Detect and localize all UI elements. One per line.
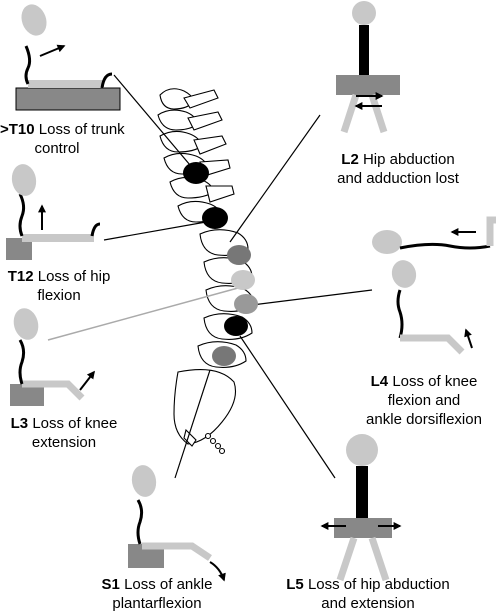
s1-figure — [128, 465, 226, 582]
t12-head — [11, 164, 37, 196]
label-s1: S1 Loss of ankle plantarflexion — [72, 575, 242, 613]
label-l5-line2: and extension — [321, 595, 415, 612]
l2-figure — [336, 1, 400, 134]
leader-l2 — [229, 114, 321, 243]
l3-leg — [22, 380, 85, 401]
label-t10: >T10 Loss of trunk control — [0, 120, 125, 158]
leader-s1 — [174, 369, 211, 479]
label-l4-line1: Loss of knee — [392, 373, 478, 390]
t10-thigh — [28, 80, 104, 88]
label-s1-level: S1 — [101, 576, 120, 593]
spine-marker-t10 — [183, 162, 209, 184]
l3-head — [13, 308, 39, 340]
label-t12-line1: Loss of hip — [37, 268, 111, 285]
spine-marker-l2 — [227, 245, 251, 265]
label-t12-line2: flexion — [37, 287, 81, 304]
label-l4-line2: flexion and — [387, 392, 461, 409]
l2-right-leg — [368, 93, 388, 134]
l2-head — [352, 1, 376, 25]
spine-marker-l4 — [234, 294, 258, 314]
label-s1-line1: Loss of ankle — [124, 576, 213, 593]
t10-seat — [15, 87, 121, 111]
spine-marker-l3 — [231, 270, 255, 290]
t12-seat — [6, 238, 32, 260]
t10-head — [21, 4, 47, 36]
label-l3-line2: extension — [31, 434, 97, 451]
label-t10-line1: Loss of trunk — [38, 121, 125, 138]
l4-head-top — [372, 230, 402, 254]
spine-marker-s1 — [212, 346, 236, 366]
t12-figure — [6, 164, 101, 260]
t12-trunk — [18, 193, 26, 237]
leader-lines — [47, 74, 373, 479]
l4-body-top — [399, 242, 491, 250]
spine-marker-l5 — [224, 316, 248, 336]
label-l4: L4 Loss of knee flexion and ankle dorsif… — [350, 372, 498, 429]
l4-head-bottom — [391, 260, 417, 288]
l5-pelvis — [334, 518, 392, 538]
l4-leg-bottom — [400, 334, 465, 355]
l5-left-leg — [336, 536, 358, 582]
l2-pelvis — [336, 75, 400, 95]
label-l2-line2: and adduction lost — [337, 170, 459, 187]
l2-left-leg — [340, 93, 360, 134]
t10-figure — [15, 4, 121, 111]
leader-l5 — [239, 335, 336, 479]
label-l2: L2 Hip abduction and adduction lost — [306, 150, 490, 188]
label-l5-line1: Loss of hip abduction — [307, 576, 450, 593]
l2-trunk — [359, 25, 369, 75]
label-l4-level: L4 — [370, 373, 389, 390]
label-l3-line1: Loss of knee — [32, 415, 118, 432]
leader-t10 — [113, 74, 191, 166]
l4-trunk-bottom — [396, 289, 404, 339]
label-l3: L3 Loss of knee extension — [0, 414, 128, 452]
label-l4-line3: ankle dorsiflexion — [366, 411, 482, 428]
l3-figure — [10, 308, 95, 406]
l4-arrow-bottom — [464, 328, 473, 349]
l4-figure — [372, 216, 496, 355]
label-l3-level: L3 — [10, 415, 29, 432]
l5-trunk — [356, 466, 368, 518]
t10-arrow — [39, 44, 66, 57]
leader-l3 — [47, 287, 239, 341]
label-t12-level: T12 — [7, 268, 34, 285]
l5-right-leg — [368, 536, 390, 582]
t10-trunk — [24, 45, 32, 85]
l5-head — [346, 434, 378, 466]
t10-foot — [100, 72, 113, 89]
s1-arrow — [209, 561, 226, 582]
label-l2-level: L2 — [341, 151, 359, 168]
label-l2-line1: Hip abduction — [362, 151, 455, 168]
l4-leg-top — [486, 216, 496, 246]
s1-head — [131, 465, 157, 497]
l5-figure — [320, 434, 402, 582]
label-l5: L5 Loss of hip abduction and extension — [268, 575, 468, 613]
l3-trunk — [18, 339, 26, 385]
spine-markers — [183, 162, 258, 366]
l3-arrow — [79, 370, 95, 391]
label-t10-line2: control — [34, 140, 80, 157]
label-l5-level: L5 — [286, 576, 304, 593]
label-t10-level: >T10 — [0, 121, 35, 138]
spine-marker-t12 — [202, 207, 228, 229]
t12-thigh — [22, 234, 94, 242]
label-s1-line2: plantarflexion — [112, 595, 202, 612]
t12-foot — [90, 222, 101, 237]
leader-l4 — [251, 289, 373, 306]
s1-trunk — [136, 499, 144, 545]
l3-seat — [10, 384, 44, 406]
s1-leg — [142, 542, 212, 561]
leader-t12 — [103, 221, 207, 241]
label-t12: T12 Loss of hip flexion — [0, 267, 118, 305]
